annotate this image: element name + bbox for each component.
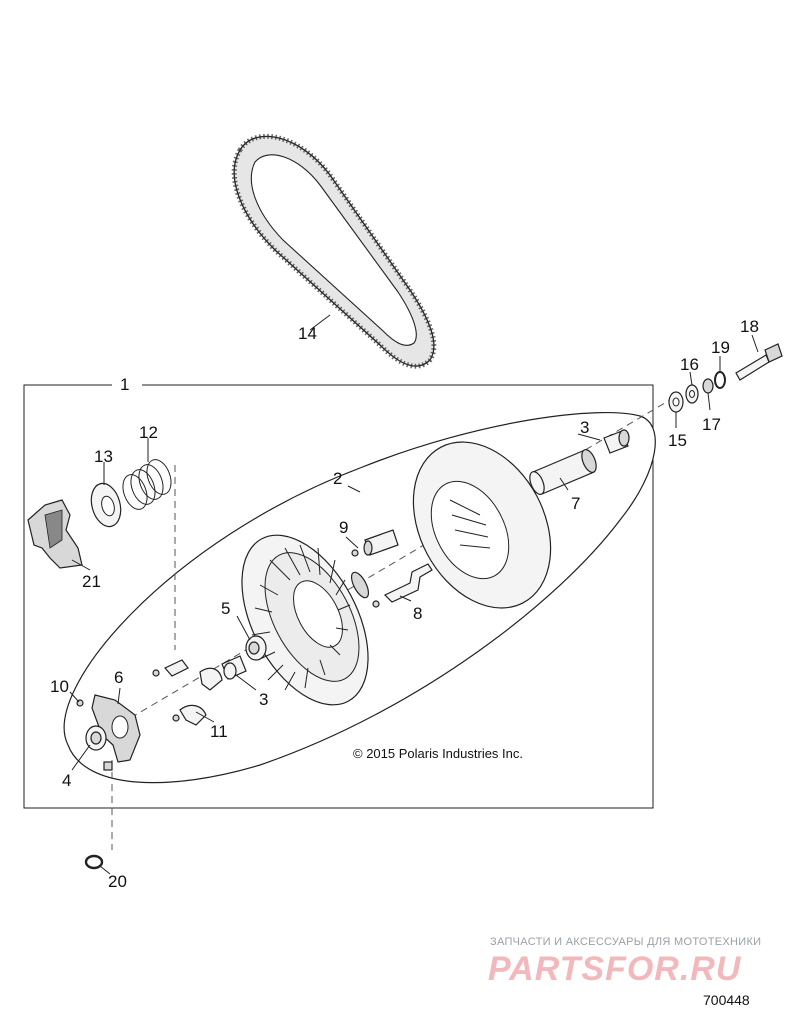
- stationary-sheave: [412, 441, 552, 609]
- watermark-brand: PARTSFOR.RU: [488, 950, 742, 988]
- bushing-top: [603, 429, 630, 454]
- callout-14: 14: [298, 324, 317, 343]
- shoe-bracket: [372, 563, 433, 608]
- callout-17: 17: [702, 415, 721, 434]
- callout-2: 2: [333, 469, 342, 488]
- spider-clip: [103, 761, 113, 771]
- callout-15: 15: [668, 431, 687, 450]
- washer-16: [685, 384, 699, 404]
- shaft: [529, 449, 597, 495]
- clutch-spring: [122, 459, 172, 510]
- roller-bracket: [152, 659, 223, 726]
- copyright-notice: © 2015 Polaris Industries Inc.: [353, 746, 523, 761]
- callout-5: 5: [221, 599, 230, 618]
- bushing-lower: [221, 655, 247, 680]
- bolt-18: [735, 343, 783, 381]
- callout-20: 20: [108, 872, 127, 891]
- callout-13: 13: [94, 447, 113, 466]
- callout-9: 9: [339, 518, 348, 537]
- drive-belt: [231, 133, 437, 369]
- callout-3-lower: 3: [259, 690, 268, 709]
- spider: [76, 694, 141, 763]
- movable-sheave: [241, 534, 370, 706]
- callout-10: 10: [50, 677, 69, 696]
- washer-19: [714, 371, 726, 389]
- callout-18: 18: [740, 317, 759, 336]
- snap-ring: [84, 854, 104, 870]
- callout-8: 8: [413, 604, 422, 623]
- callout-6: 6: [114, 668, 123, 687]
- callout-1: 1: [120, 375, 129, 394]
- figure-number: 700448: [703, 992, 750, 1008]
- callout-12: 12: [139, 423, 158, 442]
- watermark: ЗАПЧАСТИ И АКСЕССУАРЫ ДЛЯ МОТОТЕХНИКИ PA…: [488, 936, 761, 988]
- roller: [245, 635, 267, 661]
- callout-7: 7: [571, 494, 580, 513]
- assembly-bracket-outline: [23, 384, 654, 809]
- leader-lines: [69, 314, 759, 875]
- spring-washer: [90, 482, 122, 528]
- callout-19: 19: [711, 338, 730, 357]
- callout-21: 21: [82, 572, 101, 591]
- bearing: [85, 725, 107, 751]
- callout-4: 4: [62, 771, 71, 790]
- washer-15: [668, 391, 684, 413]
- callout-3-top: 3: [580, 418, 589, 437]
- callout-11: 11: [210, 722, 228, 741]
- ramp-button: [351, 529, 399, 557]
- helix: [27, 499, 83, 569]
- washer-17: [702, 378, 714, 394]
- watermark-tagline: ЗАПЧАСТИ И АКСЕССУАРЫ ДЛЯ МОТОТЕХНИКИ: [490, 936, 761, 948]
- callout-16: 16: [680, 355, 699, 374]
